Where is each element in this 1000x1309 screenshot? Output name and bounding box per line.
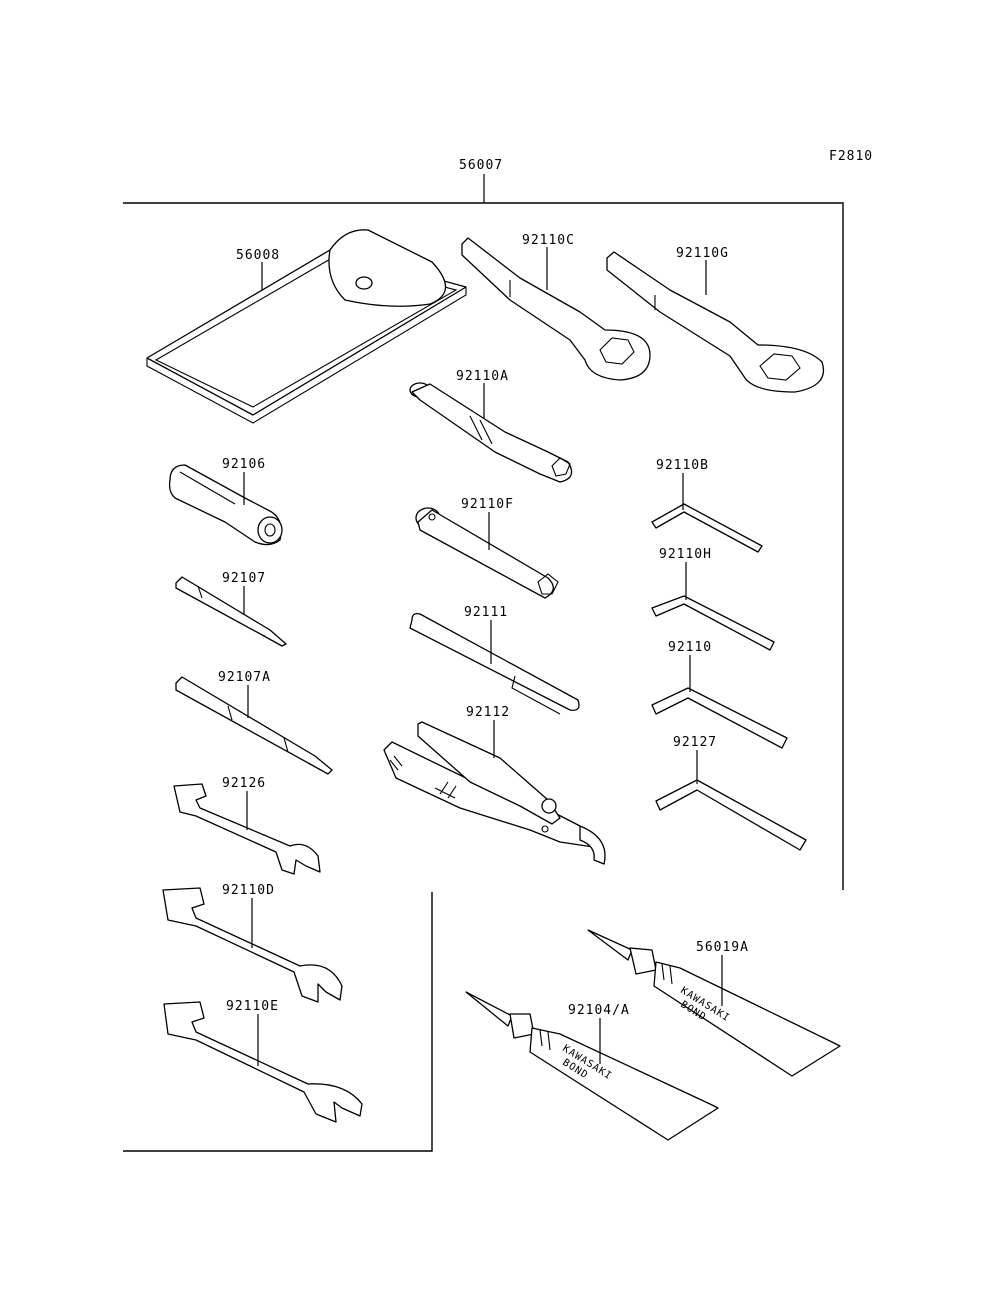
label-92110: 92110 xyxy=(668,640,712,655)
label-92107a: 92107A xyxy=(218,670,271,685)
ring-wrench-92110c xyxy=(461,237,651,381)
screwdriver-92107a xyxy=(175,676,333,775)
label-92126: 92126 xyxy=(222,776,266,791)
wrench-92110e xyxy=(163,1001,363,1123)
hex-key-92110h xyxy=(651,595,775,651)
hex-key-92127 xyxy=(655,779,807,851)
label-92110d: 92110D xyxy=(222,883,275,898)
label-92112: 92112 xyxy=(466,705,510,720)
hex-key-92110 xyxy=(651,687,788,749)
box-socket-92110a xyxy=(409,382,573,483)
label-56008: 56008 xyxy=(236,248,280,263)
label-56007: 56007 xyxy=(459,158,503,173)
label-92110c: 92110C xyxy=(522,233,575,248)
label-92110e: 92110E xyxy=(226,999,279,1014)
label-92107: 92107 xyxy=(222,571,266,586)
label-92104a: 92104/A xyxy=(568,1003,630,1018)
label-92110a: 92110A xyxy=(456,369,509,384)
label-92111: 92111 xyxy=(464,605,508,620)
hex-key-92110b xyxy=(651,503,763,553)
figure-code: F2810 xyxy=(829,149,873,164)
screwdriver-92107 xyxy=(175,576,287,647)
tool-pouch xyxy=(146,229,467,424)
spark-plug-wrench-92106 xyxy=(168,464,283,546)
label-92110h: 92110H xyxy=(659,547,712,562)
label-92106: 92106 xyxy=(222,457,266,472)
kit-bracket-frame xyxy=(123,174,844,1152)
pliers-92112 xyxy=(383,721,606,865)
bar-92111 xyxy=(409,612,580,715)
label-92127: 92127 xyxy=(673,735,717,750)
bond-tube-92104a: KAWASAKI BOND xyxy=(465,991,719,1141)
label-92110b: 92110B xyxy=(656,458,709,473)
label-92110f: 92110F xyxy=(461,497,514,512)
ring-wrench-92110g xyxy=(606,251,824,393)
label-56019a: 56019A xyxy=(696,940,749,955)
box-socket-92110f xyxy=(415,507,559,599)
label-92110g: 92110G xyxy=(676,246,729,261)
